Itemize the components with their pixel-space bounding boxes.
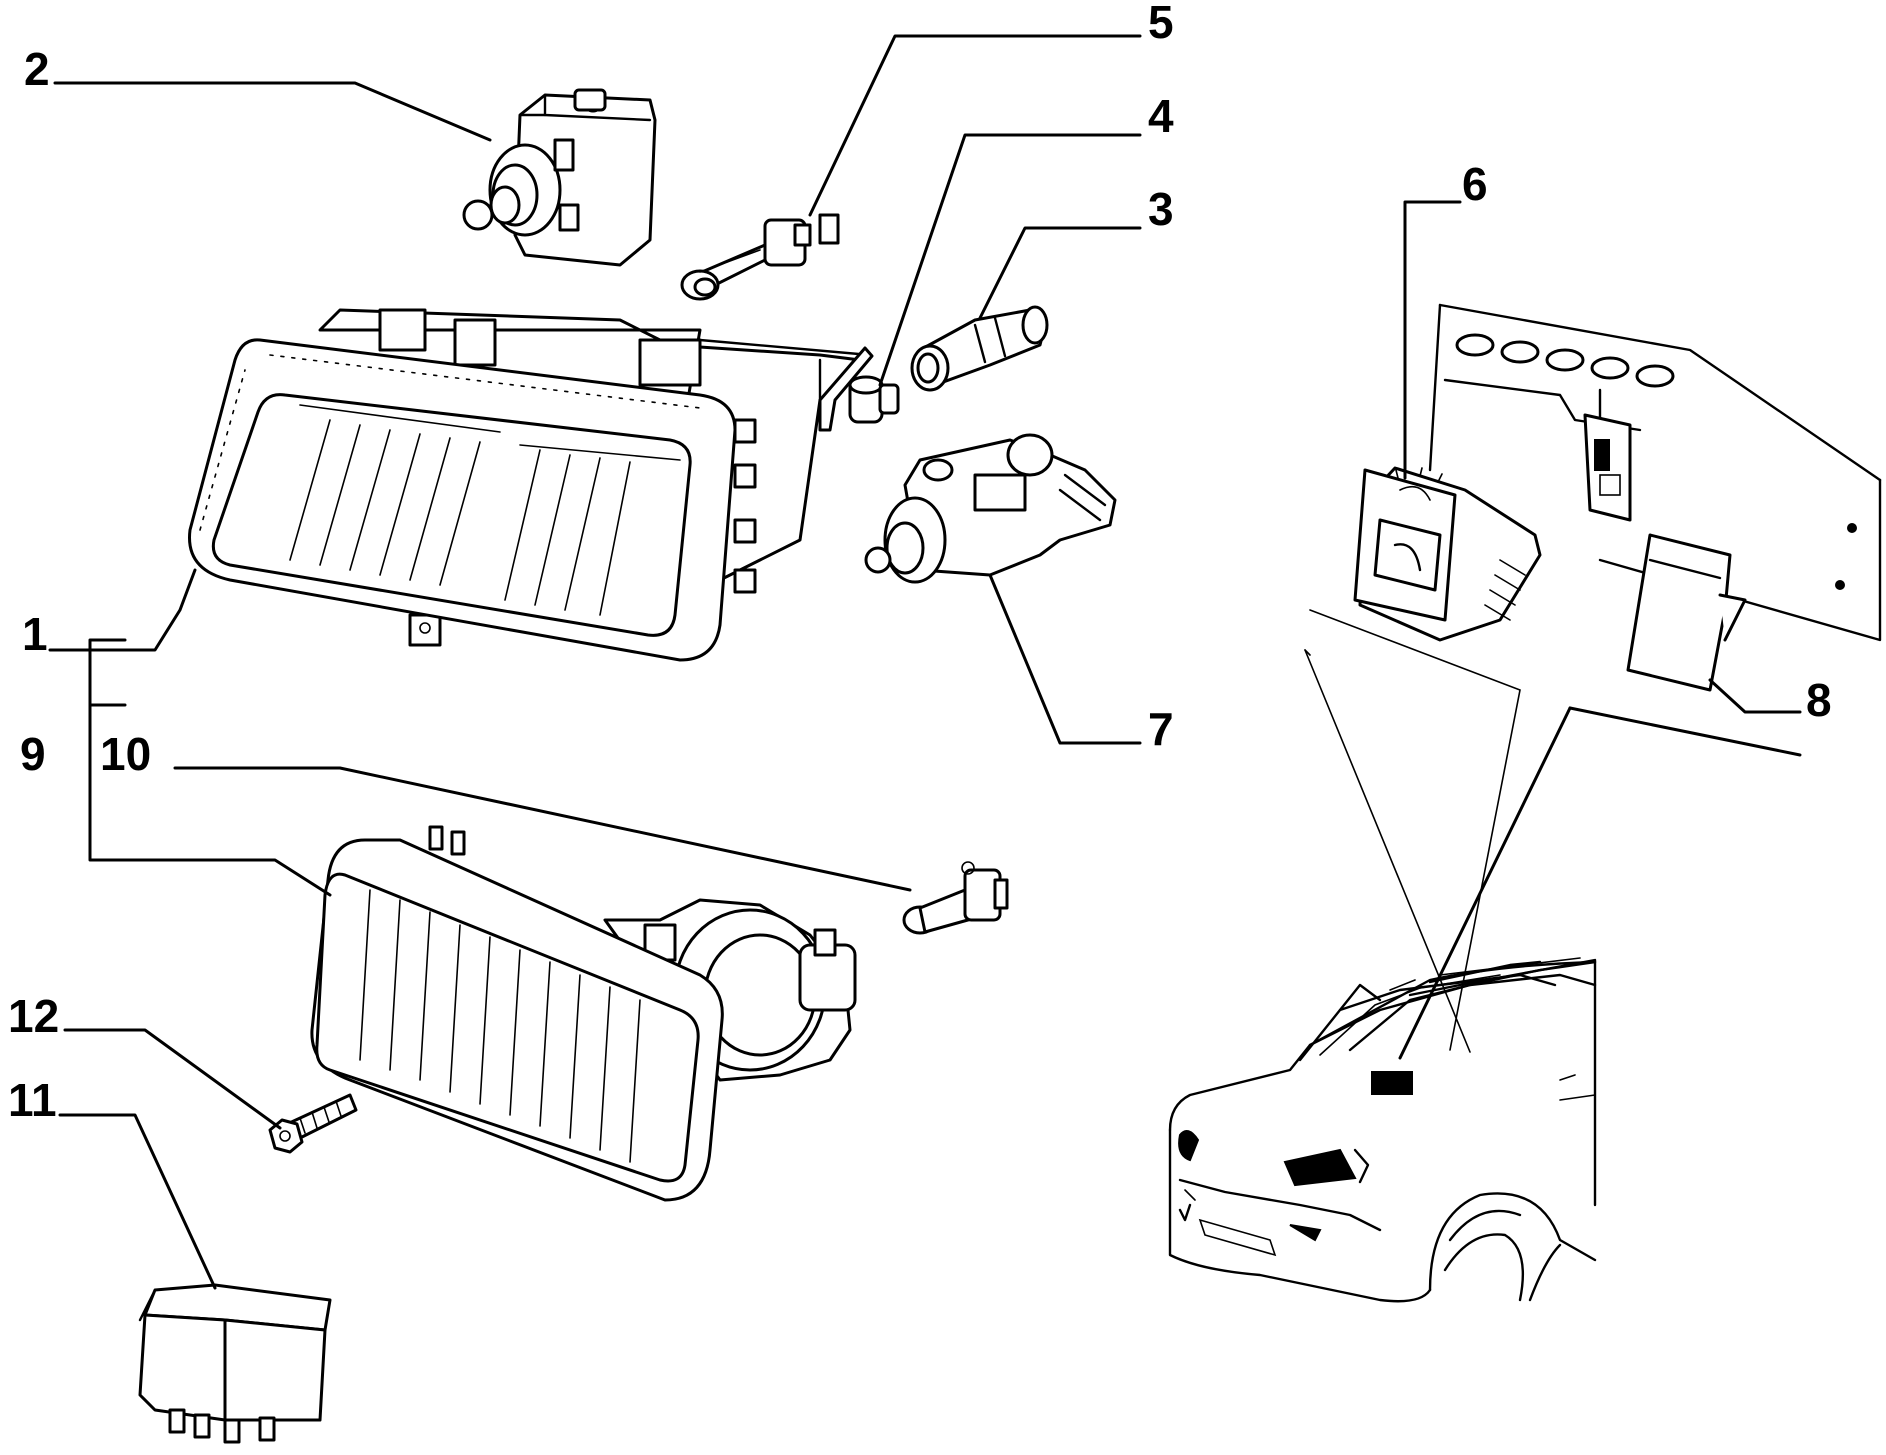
callout-8: 8 [1806,674,1832,726]
dashboard-panel-cover [1626,533,1747,692]
callout-7: 7 [1148,703,1174,755]
callout-1: 1 [22,608,48,660]
relay [138,1283,332,1444]
leader-lines [48,34,1802,1290]
locator-line-switch [1304,649,1471,1053]
leader-6 [1403,200,1462,480]
fog-lamp-assembly [310,825,857,1202]
leader-10 [173,766,912,892]
callout-4: 4 [1148,90,1174,142]
locator-line-panel [1398,706,1572,1060]
locator-line-switch-b [1304,649,1311,656]
leader-7 [988,573,1142,745]
bulb-h7 [680,213,840,301]
callout-11: 11 [8,1074,57,1126]
mounting-screw [268,1093,358,1154]
dashboard-vents [1455,333,1675,388]
leader-5 [808,34,1142,217]
headlamp-levelling-switch [1353,466,1542,642]
leader-9-upper [88,638,127,707]
callout-10: 10 [100,728,151,780]
leader-4 [878,133,1142,387]
callout-2: 2 [24,43,50,95]
car-front-view [1168,957,1597,1303]
levelling-actuator [462,88,657,267]
callout-labels: 1 2 3 4 5 6 7 8 9 10 11 12 [8,0,1832,1126]
callout-5: 5 [1148,0,1174,48]
leader-2 [53,81,492,142]
bulb-holder-with-bulb [864,433,1117,584]
small-wedge-bulb [848,375,900,424]
callout-6: 6 [1462,158,1488,210]
leader-12 [63,1028,282,1130]
fog-bulb-h1 [902,861,1009,935]
dashboard-view [1428,303,1882,642]
leader-11 [58,1113,217,1290]
callout-9: 9 [20,728,46,780]
bulb-holder [910,305,1049,392]
callout-3: 3 [1148,183,1174,235]
main-headlamp-assembly [188,308,874,662]
leader-1 [48,568,197,652]
leader-8 [1708,678,1802,714]
fog-lens-hatching [359,889,641,1163]
leader-3 [978,226,1142,320]
locator-line-panel-b [1568,706,1802,757]
lens-hatching [289,404,681,616]
leader-9 [88,703,332,897]
callout-12: 12 [8,990,59,1042]
